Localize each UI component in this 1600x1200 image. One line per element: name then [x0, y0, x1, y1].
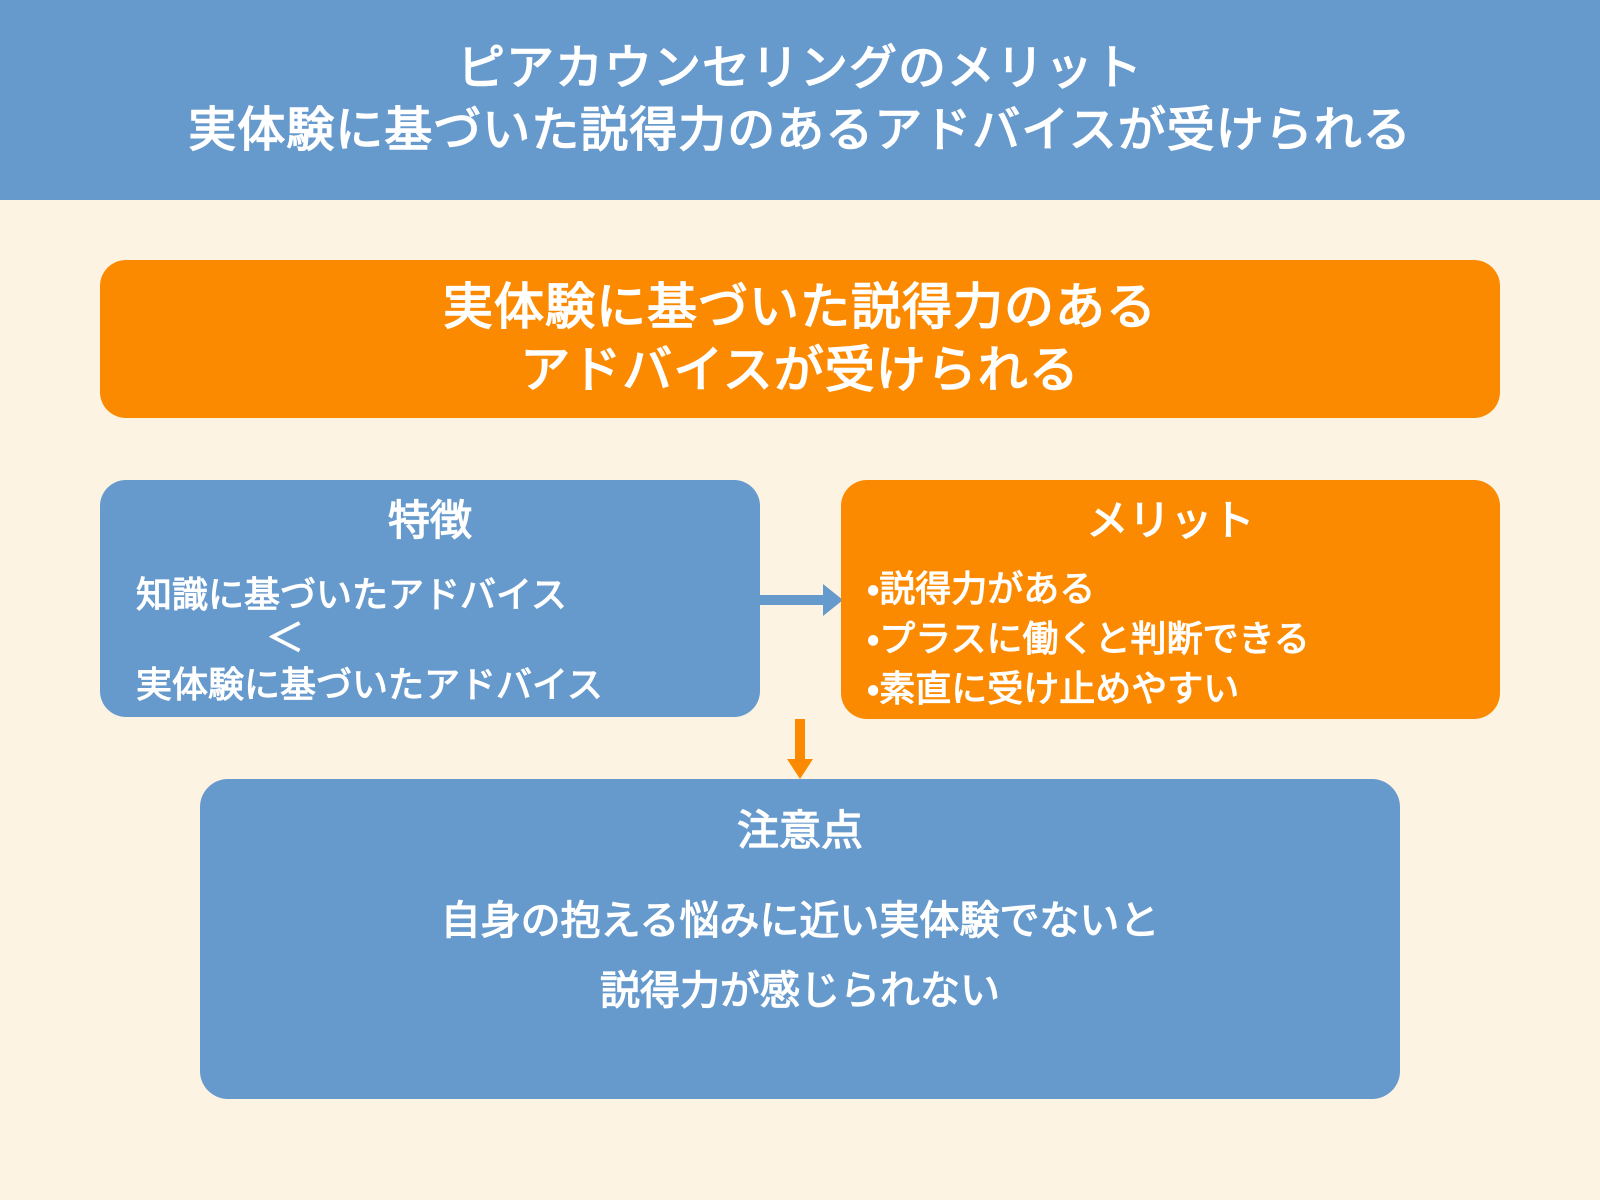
down-arrow-shaft: [795, 719, 805, 760]
merit-heading: メリット: [1086, 497, 1255, 544]
merit-box: メリット ・説得力がある ・プラスに働くと判断できる ・素直に受け止めやすい: [841, 480, 1500, 719]
caution-box: 注意点 自身の抱える悩みに近い実体験でないと 説得力が感じられない: [200, 779, 1400, 1099]
main-topic-box: 実体験に基づいた説得力のある アドバイスが受けられる: [100, 260, 1500, 418]
merit-bullet-2: ・プラスに働くと判断できる: [867, 618, 1310, 659]
page-title-line1: ピアカウンセリングのメリット: [456, 42, 1143, 95]
merit-bullet-3: ・素直に受け止めやすい: [867, 668, 1240, 709]
right-arrow-icon: [823, 584, 843, 616]
caution-line2: 説得力が感じられない: [600, 969, 1000, 1013]
feature-body: 知識に基づいたアドバイス ＜ 実体験に基づいたアドバイス: [100, 572, 760, 707]
feature-box: 特徴 知識に基づいたアドバイス ＜ 実体験に基づいたアドバイス: [100, 480, 760, 717]
feature-line-experience: 実体験に基づいたアドバイス: [136, 664, 603, 705]
right-arrow-shaft: [759, 595, 823, 605]
down-arrow-icon: [787, 759, 813, 779]
caution-heading: 注意点: [736, 807, 863, 854]
merit-bullet-list: ・説得力がある ・プラスに働くと判断できる ・素直に受け止めやすい: [841, 564, 1500, 714]
less-than-symbol: ＜: [266, 618, 305, 660]
feature-heading: 特徴: [387, 497, 472, 544]
page-title-line2: 実体験に基づいた説得力のあるアドバイスが受けられる: [188, 104, 1412, 157]
caution-line1: 自身の抱える悩みに近い実体験でないと: [440, 899, 1160, 943]
main-topic-line2: アドバイスが受けられる: [520, 342, 1080, 398]
header-banner: ピアカウンセリングのメリット 実体験に基づいた説得力のあるアドバイスが受けられる: [0, 0, 1600, 200]
main-topic-line1: 実体験に基づいた説得力のある: [443, 279, 1157, 335]
merit-bullet-1: ・説得力がある: [867, 568, 1096, 609]
feature-line-knowledge: 知識に基づいたアドバイス: [136, 574, 567, 615]
caution-body: 自身の抱える悩みに近い実体験でないと 説得力が感じられない: [200, 886, 1400, 1026]
